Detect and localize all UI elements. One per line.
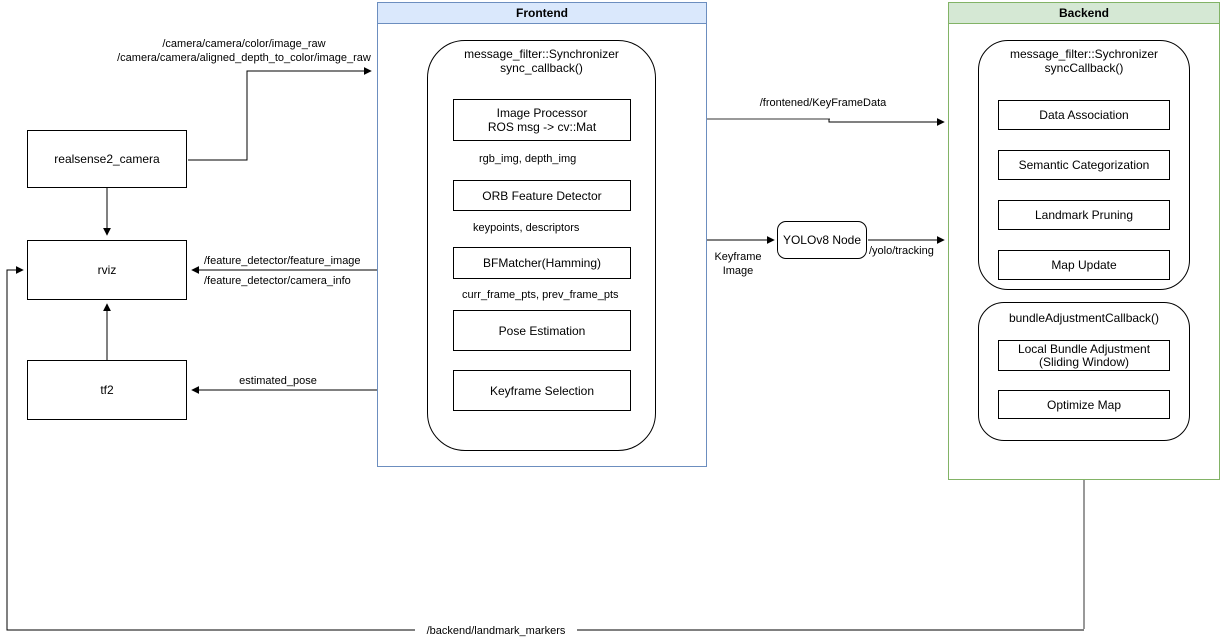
frontend-group-title: Frontend (378, 3, 706, 24)
label-feature-image: /feature_detector/feature_image (204, 255, 361, 267)
backend-box-data-association: Data Association (998, 100, 1170, 130)
frontend-box-image-processor: Image Processor ROS msg -> cv::Mat (453, 99, 631, 141)
label-estimated-pose: estimated_pose (239, 375, 317, 387)
node-realsense2-camera: realsense2_camera (27, 130, 187, 188)
frontend-sync-line2: sync_callback() (500, 61, 583, 75)
backend-box-local-ba: Local Bundle Adjustment (Sliding Window) (998, 340, 1170, 371)
backend-synchronizer-title: message_filter::Sychronizer syncCallback… (978, 47, 1190, 75)
label-keyframe-image: Keyframe Image (699, 250, 777, 278)
image-processor-line2: ROS msg -> cv::Mat (487, 120, 597, 134)
frontend-box-keyframe-selection: Keyframe Selection (453, 370, 631, 411)
label-keyframedata: /frontened/KeyFrameData (759, 97, 887, 109)
image-processor-line1: Image Processor (496, 106, 588, 120)
backend-box-map-update: Map Update (998, 250, 1170, 280)
frontend-sync-line1: message_filter::Synchronizer (464, 47, 619, 61)
label-rgb-depth: rgb_img, depth_img (477, 153, 579, 166)
local-ba-line2: (Sliding Window) (1038, 354, 1130, 369)
label-yolo-tracking: /yolo/tracking (869, 245, 934, 257)
node-tf2: tf2 (27, 360, 187, 420)
label-camera-topics: /camera/camera/color/image_raw /camera/c… (110, 37, 378, 65)
node-rviz: rviz (27, 240, 187, 300)
frontend-box-orb: ORB Feature Detector (453, 180, 631, 211)
backend-box-optimize-map: Optimize Map (998, 390, 1170, 419)
backend-group-title: Backend (949, 3, 1219, 24)
edge-keyframedata-black (828, 118, 945, 126)
local-ba-line1: Local Bundle Adjustment (1017, 341, 1151, 356)
label-camera-color: /camera/camera/color/image_raw (162, 38, 326, 50)
label-keyframe-image-line1: Keyframe (714, 251, 762, 263)
label-frame-pts: curr_frame_pts, prev_frame_pts (460, 289, 621, 302)
label-keypoints-descriptors: keypoints, descriptors (471, 222, 582, 235)
frontend-synchronizer-title: message_filter::Synchronizer sync_callba… (427, 47, 656, 75)
backend-box-semantic-categorization: Semantic Categorization (998, 150, 1170, 180)
label-keyframe-image-line2: Image (722, 265, 754, 277)
label-landmark-markers: /backend/landmark_markers (415, 624, 577, 638)
backend-sync-line2: syncCallback() (1044, 61, 1124, 75)
backend-box-landmark-pruning: Landmark Pruning (998, 200, 1170, 230)
edge-camera-to-frontend (188, 67, 372, 161)
backend-bundle-title: bundleAdjustmentCallback() (1008, 311, 1160, 325)
label-camera-info: /feature_detector/camera_info (204, 275, 351, 287)
label-camera-depth: /camera/camera/aligned_depth_to_color/im… (117, 52, 371, 64)
node-yolov8: YOLOv8 Node (777, 221, 867, 259)
frontend-box-bfmatcher: BFMatcher(Hamming) (453, 247, 631, 279)
backend-sync-line1: message_filter::Sychronizer (1009, 47, 1159, 61)
frontend-box-pose-estimation: Pose Estimation (453, 310, 631, 351)
